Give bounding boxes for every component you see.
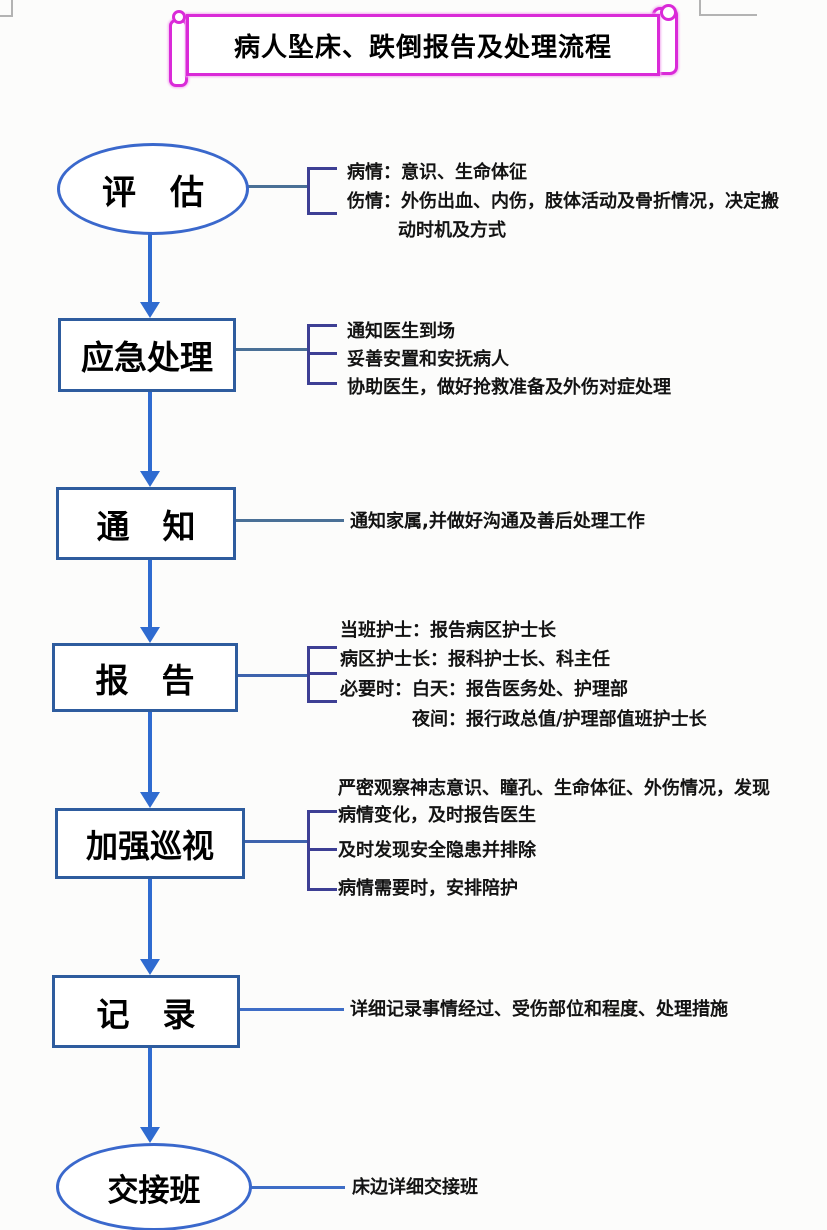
annotation-emergency-3: 协助医生，做好抢救准备及外伤对症处理 — [347, 377, 671, 398]
bracket-line — [307, 672, 337, 675]
down-arrow — [148, 556, 152, 628]
bracket-line — [307, 167, 310, 215]
step-label: 记 录 — [96, 994, 196, 1034]
down-arrow-head — [140, 1127, 160, 1143]
annotation-patrol-2: 及时发现安全隐患并排除 — [338, 840, 536, 861]
annotation-record-detail: 详细记录事情经过、受伤部位和程度、处理措施 — [350, 999, 728, 1020]
down-arrow — [148, 231, 152, 303]
bracket-line — [307, 810, 337, 813]
annotation-assess-condition: 病情：意识、生命体征 — [347, 162, 527, 183]
connector-line — [232, 519, 344, 522]
flow-step-report: 报 告 — [52, 643, 238, 712]
down-arrow-head — [140, 471, 160, 487]
annotation-report-1: 当班护士：报告病区护士长 — [340, 620, 556, 641]
page-title: 病人坠床、跌倒报告及处理流程 — [233, 32, 612, 63]
annotation-patrol-3: 病情需要时，安排陪护 — [338, 878, 518, 899]
annotation-notify-family: 通知家属,并做好沟通及善后处理工作 — [350, 511, 645, 532]
connector-line — [232, 348, 307, 351]
connector-line — [241, 840, 307, 843]
scroll-banner-left-knob — [172, 10, 186, 24]
annotation-emergency-1: 通知医生到场 — [347, 321, 455, 342]
bracket-line — [307, 700, 337, 703]
page-corner-mark-top-left — [11, 0, 13, 16]
annotation-report-2: 病区护士长：报科护士长、科主任 — [340, 649, 610, 670]
bracket-line — [307, 167, 337, 170]
annotation-report-3: 必要时：白天：报告医务处、护理部 — [340, 679, 628, 700]
down-arrow-head — [140, 627, 160, 643]
page-corner-mark-top-right — [699, 0, 701, 15]
connector-line — [236, 1008, 344, 1011]
connector-line — [245, 185, 307, 188]
connector-line — [234, 674, 307, 677]
flow-step-assess: 评 估 — [57, 143, 249, 235]
down-arrow-head — [140, 302, 160, 318]
step-label: 评 估 — [102, 172, 204, 213]
flow-step-notify: 通 知 — [56, 487, 236, 560]
bracket-line — [307, 848, 337, 851]
page-corner-mark-top-left — [0, 15, 13, 17]
down-arrow — [148, 388, 152, 472]
bracket-line — [307, 352, 337, 355]
down-arrow — [148, 875, 152, 960]
flow-step-strengthen-patrol: 加强巡视 — [55, 808, 245, 879]
down-arrow-head — [140, 792, 160, 808]
annotation-assess-injury-cont: 动时机及方式 — [398, 220, 506, 241]
down-arrow — [148, 1044, 152, 1128]
annotation-patrol-1: 严密观察神志意识、瞳孔、生命体征、外伤情况，发现 — [338, 778, 770, 799]
annotation-patrol-1-cont: 病情变化，及时报告医生 — [338, 805, 536, 826]
down-arrow — [148, 708, 152, 793]
step-label: 报 告 — [95, 660, 195, 700]
down-arrow-head — [140, 959, 160, 975]
step-label: 交接班 — [107, 1172, 201, 1209]
step-label: 加强巡视 — [85, 826, 214, 865]
scroll-banner-right-knob — [660, 4, 677, 21]
flow-step-emergency-handling: 应急处理 — [58, 318, 236, 392]
bracket-line — [307, 888, 337, 891]
step-label: 应急处理 — [81, 338, 213, 377]
bracket-line — [307, 212, 337, 215]
flow-step-record: 记 录 — [52, 975, 240, 1048]
annotation-handover-bedside: 床边详细交接班 — [352, 1177, 478, 1198]
step-label: 通 知 — [96, 506, 196, 546]
bracket-line — [307, 382, 337, 385]
page-corner-mark-top-right — [699, 14, 757, 16]
annotation-emergency-2: 妥善安置和安抚病人 — [347, 349, 509, 370]
connector-line — [248, 1186, 345, 1189]
annotation-report-4: 夜间：报行政总值/护理部值班护士长 — [412, 709, 707, 730]
bracket-line — [307, 646, 337, 649]
title-banner: 病人坠床、跌倒报告及处理流程 — [186, 14, 660, 76]
annotation-assess-injury: 伤情：外伤出血、内伤，肢体活动及骨折情况，决定搬 — [347, 191, 779, 212]
bracket-line — [307, 324, 337, 327]
flow-step-shift-handover: 交接班 — [56, 1143, 252, 1230]
